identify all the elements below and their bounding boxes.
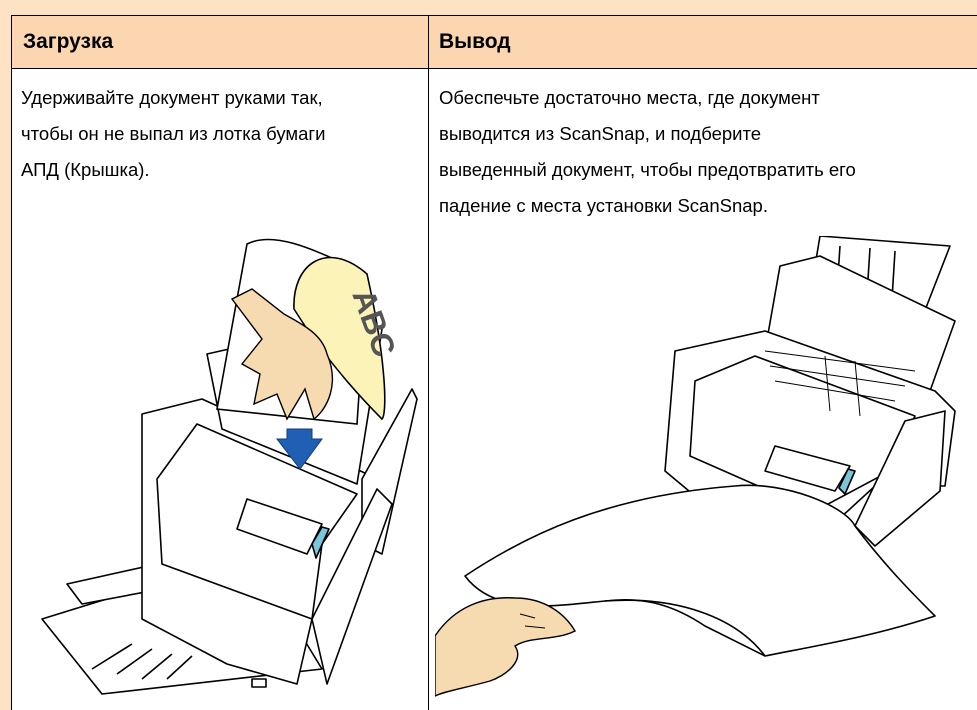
loading-line-3: АПД (Крышка).: [21, 159, 150, 180]
output-line-2: выводится из ScanSnap, и подберите: [439, 123, 762, 144]
header-output: Вывод: [439, 30, 511, 53]
arrow-down-icon: [275, 428, 323, 470]
hand-icon: [435, 597, 576, 697]
loading-line-2: чтобы он не выпал из лотка бумаги: [21, 123, 326, 144]
loading-instructions: Удерживайте документ руками так, чтобы о…: [21, 80, 421, 188]
scanner-loading-illustration: ABC: [41, 238, 418, 695]
column-divider: [428, 16, 429, 710]
output-line-1: Обеспечьте достаточно места, где докумен…: [439, 87, 820, 108]
hand-icon: [230, 288, 333, 421]
paper-curl: [293, 256, 386, 421]
scanner-output-illustration: [435, 236, 956, 697]
output-line-3: выведенный документ, чтобы предотвратить…: [439, 159, 856, 180]
instructions-table: Загрузка Вывод Удерживайте документ рука…: [11, 15, 977, 710]
output-instructions: Обеспечьте достаточно места, где докумен…: [439, 80, 977, 224]
header-loading: Загрузка: [23, 30, 114, 53]
loading-line-1: Удерживайте документ руками так,: [21, 87, 323, 108]
output-line-4: падение с места установки ScanSnap.: [439, 195, 768, 216]
table-header-row: Загрузка Вывод: [12, 16, 977, 69]
